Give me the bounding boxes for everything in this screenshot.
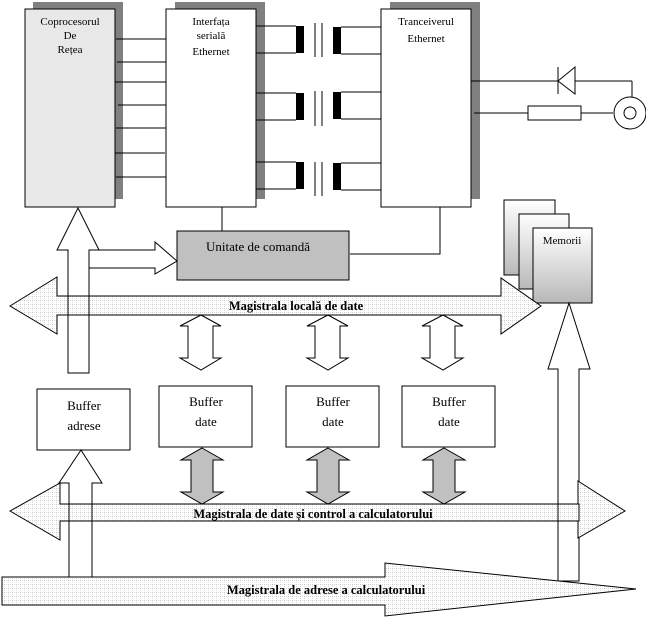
memory-stack: Memorii xyxy=(503,199,593,304)
line-output-circuit xyxy=(471,65,646,130)
data-buffer-3-label-1: Buffer xyxy=(432,394,466,409)
address-arrow-stem-crossing xyxy=(68,503,93,522)
memory-up-arrow xyxy=(547,301,591,582)
serial-interface-label-1: Interfața xyxy=(192,16,229,28)
transceiver-label-1: Tranceiverul xyxy=(398,16,454,28)
control-unit-right-arrow xyxy=(88,240,178,275)
data-buffer-3-label-2: date xyxy=(438,414,460,429)
computer-address-bus-label: Magistrala de adrese a calculatorului xyxy=(227,583,426,597)
coprocessor-box xyxy=(24,8,116,208)
serial-interface-label-3: Ethernet xyxy=(192,46,229,58)
address-buffer-box xyxy=(36,388,131,451)
transceiver-box xyxy=(380,8,472,208)
transceiver-control-link xyxy=(350,207,441,255)
data-buffer-2-box xyxy=(285,385,380,448)
resistor-icon xyxy=(527,105,582,121)
local-bus-buffer-arrows xyxy=(178,314,465,371)
bidir-arrow-grey-2 xyxy=(305,447,351,505)
control-unit-block: Unitate de comandă xyxy=(176,230,350,281)
serial-interface-label-2: serială xyxy=(197,30,226,42)
transceiver-block: Tranceiverul Ethernet xyxy=(380,2,480,208)
coprocessor-up-arrow xyxy=(56,206,100,374)
computer-address-bus xyxy=(1,562,637,617)
coprocessor-block: Coprocesorul De Rețea xyxy=(24,2,123,208)
coprocessor-interface-links xyxy=(115,38,169,178)
data-buffer-2-label-1: Buffer xyxy=(316,394,350,409)
data-buffer-1-label-2: date xyxy=(195,414,217,429)
computer-bus-buffer-arrows xyxy=(179,447,467,505)
local-data-bus-label: Magistrala locală de date xyxy=(229,299,364,313)
serial-interface-box xyxy=(165,8,257,208)
transformer-3 xyxy=(256,161,381,196)
control-unit-box xyxy=(176,230,350,281)
transceiver-label-2: Ethernet xyxy=(407,33,444,45)
bidir-arrow-white-1 xyxy=(178,314,223,371)
coprocessor-label-2: De xyxy=(64,30,77,42)
memory-card-front xyxy=(532,227,593,304)
transformer-1 xyxy=(256,23,381,57)
data-buffer-1-box xyxy=(158,385,253,448)
data-buffer-2: Buffer date xyxy=(285,385,380,448)
local-data-bus xyxy=(9,276,542,335)
bidir-arrow-white-3 xyxy=(420,314,465,371)
data-buffer-3-box xyxy=(401,385,496,448)
serial-interface-block: Interfața serială Ethernet xyxy=(165,2,265,208)
address-buffer-label-2: adrese xyxy=(67,418,100,433)
transformer-2 xyxy=(256,91,381,126)
data-buffer-2-label-2: date xyxy=(322,414,344,429)
data-buffer-1-label-1: Buffer xyxy=(189,394,223,409)
coprocessor-label-3: Rețea xyxy=(57,44,82,56)
control-unit-label: Unitate de comandă xyxy=(206,239,310,254)
computer-data-control-bus xyxy=(8,480,626,541)
computer-data-control-bus-label: Magistrala de date și control a calculat… xyxy=(193,507,433,522)
bidir-arrow-grey-3 xyxy=(421,447,467,505)
coprocessor-label-1: Coprocesorul xyxy=(40,16,99,28)
address-buffer-label-1: Buffer xyxy=(67,398,101,413)
memory-label: Memorii xyxy=(543,235,582,247)
bidir-arrow-white-2 xyxy=(305,314,350,371)
data-buffer-3: Buffer date xyxy=(401,385,496,448)
memory-arrow-stem-crossing xyxy=(557,503,580,522)
diode-icon xyxy=(557,65,576,96)
coprocessor-arrow-stem-crossing xyxy=(67,295,90,316)
data-buffer-1: Buffer date xyxy=(158,385,253,448)
bidir-arrow-grey-1 xyxy=(179,447,225,505)
address-buffer: Buffer adrese xyxy=(36,388,131,451)
